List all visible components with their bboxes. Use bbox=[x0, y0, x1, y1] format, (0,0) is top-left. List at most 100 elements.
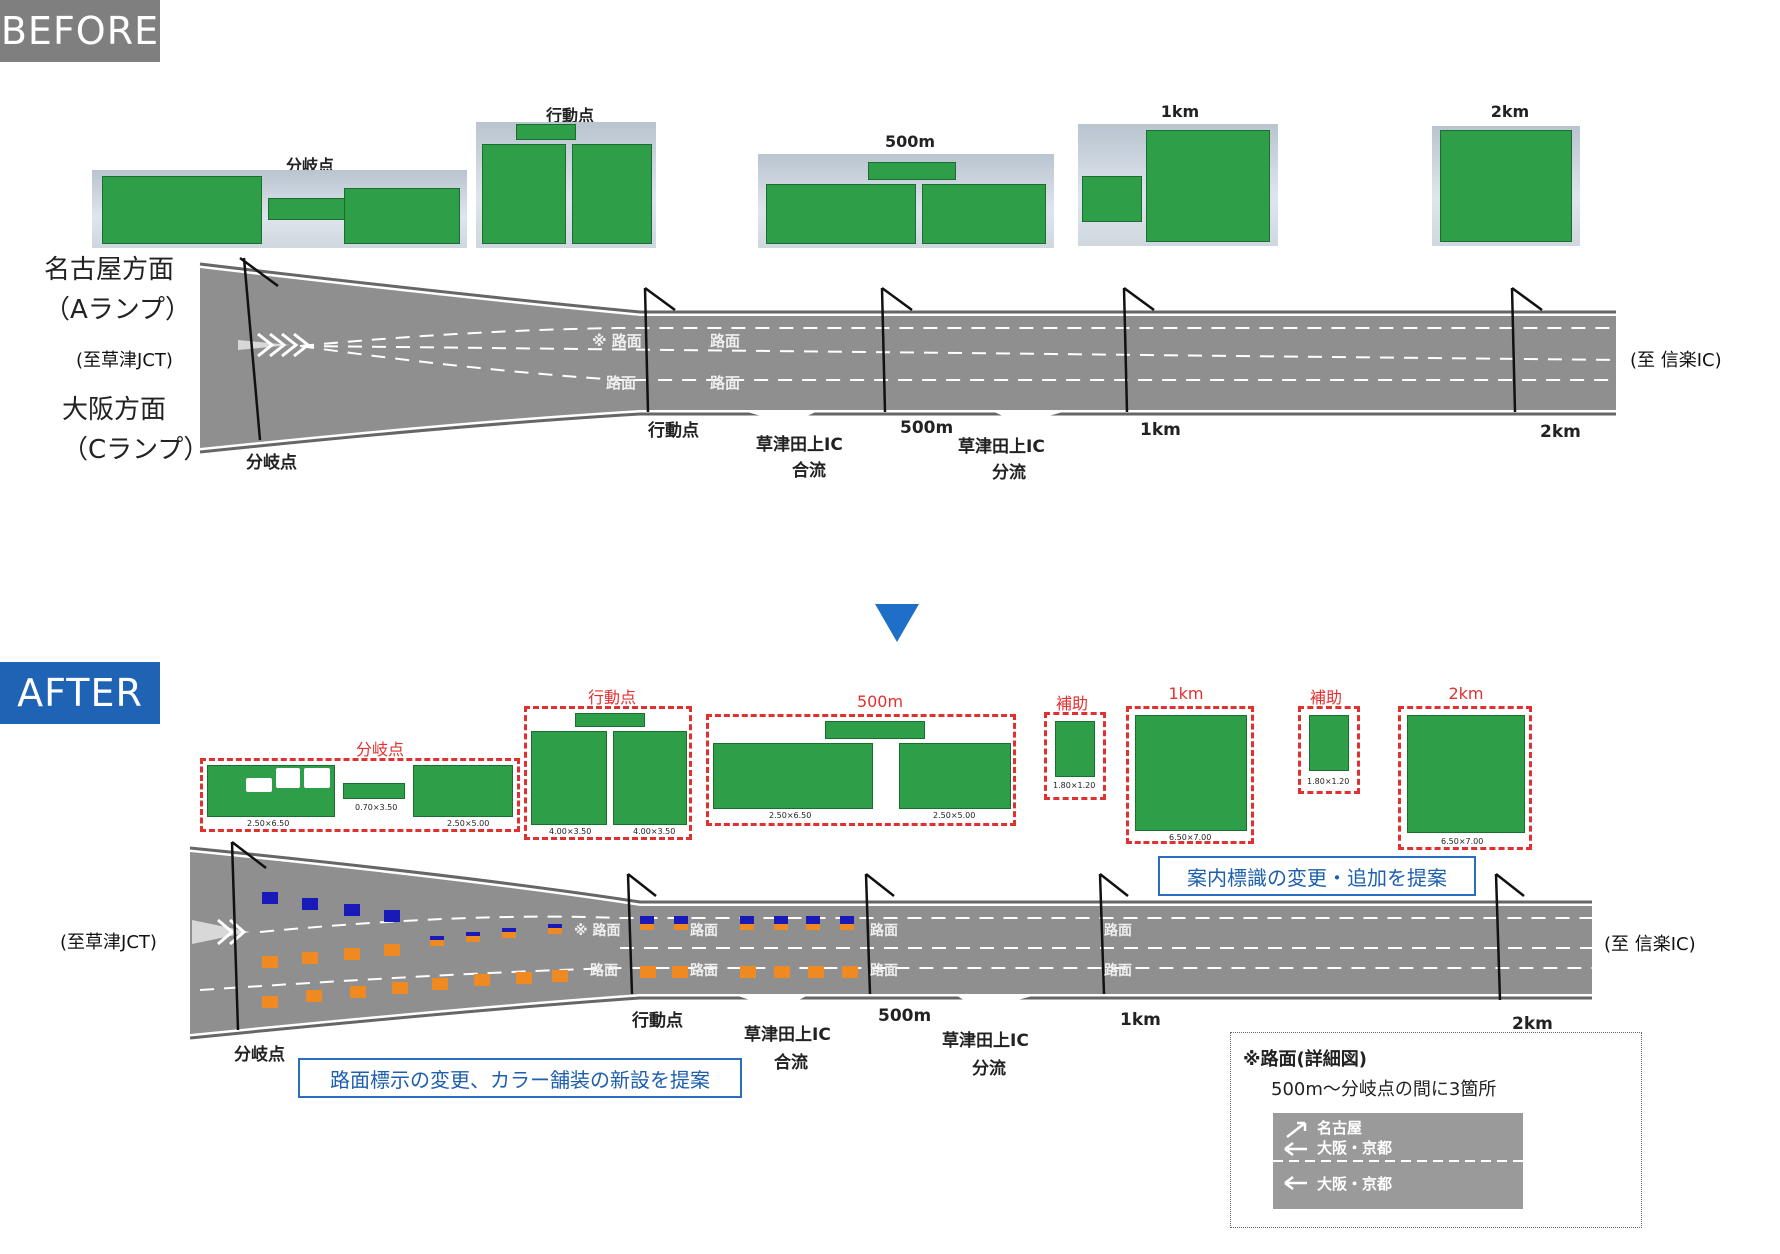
detail-title: ※路面(詳細図) bbox=[1243, 1049, 1367, 1070]
detail-upper-text: 名古屋 bbox=[1317, 1119, 1363, 1137]
post-action bbox=[626, 873, 657, 995]
after-road-marking-5: 路面 bbox=[590, 963, 618, 979]
before-point-2km: 2km bbox=[1540, 422, 1581, 442]
sign-aux-1 bbox=[1055, 721, 1095, 777]
sign-group-500m: 2.50×6.50 2.50×5.00 bbox=[706, 714, 1016, 826]
sign-group-aux-2: 1.80×1.20 bbox=[1298, 706, 1360, 794]
photo-title-1km: 1km bbox=[1160, 102, 1200, 121]
road-detail-box: ※路面(詳細図) 500m～分岐点の間に3箇所 名古屋 大阪・京都 大阪・京都 bbox=[1230, 1032, 1642, 1228]
after-road-marking-1: ※ 路面 bbox=[574, 923, 621, 939]
after-ic-split-2: 分流 bbox=[972, 1059, 1006, 1079]
photo-title-500m: 500m bbox=[884, 132, 936, 151]
size-label: 4.00×3.50 bbox=[549, 827, 592, 836]
after-ic-merge-1: 草津田上IC bbox=[744, 1025, 831, 1045]
sign-group-branch: 2.50×6.50 0.70×3.50 2.50×5.00 bbox=[200, 758, 520, 832]
a-ramp-label: （Aランプ） bbox=[44, 295, 192, 325]
after-title-1km: 1km bbox=[1168, 684, 1204, 703]
photo-action-sign bbox=[476, 122, 656, 248]
after-merge-gore bbox=[732, 994, 810, 1010]
orange-color-pavement-marks bbox=[262, 924, 858, 1008]
sign-1km bbox=[1135, 715, 1247, 831]
after-title-aux-2: 補助 bbox=[1309, 688, 1342, 707]
before-merge-gore bbox=[740, 410, 820, 424]
from-jct-label: (至草津JCT) bbox=[76, 350, 173, 371]
after-road-marking-4: 路面 bbox=[1104, 923, 1132, 939]
proposal-road-box: 路面標示の変更、カラー舗装の新設を提案 bbox=[298, 1058, 742, 1098]
sign-group-1km: 6.50×7.00 bbox=[1126, 706, 1254, 844]
after-sign-posts bbox=[230, 841, 1525, 1031]
after-divider-lower bbox=[199, 967, 1592, 991]
after-road-marking-2: 路面 bbox=[690, 923, 718, 939]
size-label: 2.50×6.50 bbox=[247, 819, 290, 828]
photo-branch-sign bbox=[92, 170, 467, 248]
size-label: 1.80×1.20 bbox=[1053, 781, 1096, 790]
before-point-500m: 500m bbox=[900, 418, 954, 438]
size-label: 4.00×3.50 bbox=[633, 827, 676, 836]
before-road-edge-bottom bbox=[199, 412, 1616, 454]
after-title-action: 行動点 bbox=[587, 688, 636, 707]
after-ic-merge-2: 合流 bbox=[774, 1053, 808, 1073]
before-road-marking-1: ※ 路面 bbox=[592, 332, 642, 350]
sign-panel bbox=[1440, 130, 1572, 242]
sign-action-left bbox=[531, 731, 607, 825]
after-ic-split-1: 草津田上IC bbox=[942, 1031, 1029, 1051]
before-road-diagram bbox=[199, 256, 1617, 454]
after-title-aux-1: 補助 bbox=[1055, 694, 1088, 713]
osaka-direction-label: 大阪方面 bbox=[62, 395, 167, 425]
sign-500m-route bbox=[825, 721, 925, 739]
after-point-500m: 500m bbox=[878, 1006, 932, 1026]
before-road-marking-2: 路面 bbox=[710, 332, 741, 350]
post-500m bbox=[864, 873, 895, 995]
before-road-edge-top bbox=[199, 262, 1616, 314]
before-point-branch: 分岐点 bbox=[246, 453, 297, 473]
sign-branch-route bbox=[343, 783, 405, 799]
before-divider-center bbox=[299, 345, 1617, 361]
before-split-gore bbox=[990, 410, 1070, 424]
sign-panel bbox=[516, 124, 576, 140]
before-road-marking-3: 路面 bbox=[606, 374, 637, 392]
post-action bbox=[643, 286, 676, 413]
after-title-branch: 分岐点 bbox=[355, 740, 404, 759]
before-ic-split-1: 草津田上IC bbox=[958, 437, 1045, 457]
size-label: 2.50×5.00 bbox=[447, 819, 490, 828]
after-road-edge-top bbox=[189, 846, 1592, 904]
sign-group-2km: 6.50×7.00 bbox=[1398, 706, 1532, 850]
photo-title-2km: 2km bbox=[1490, 102, 1530, 121]
post-1km bbox=[1098, 873, 1129, 995]
after-road-marking-7: 路面 bbox=[870, 963, 898, 979]
before-road-marking-4: 路面 bbox=[710, 374, 741, 392]
before-ic-merge-1: 草津田上IC bbox=[756, 435, 843, 455]
before-sign-posts bbox=[239, 256, 1543, 441]
before-point-action: 行動点 bbox=[648, 421, 699, 441]
nagoya-direction-label: 名古屋方面 bbox=[44, 255, 175, 285]
sign-500m-right bbox=[899, 743, 1011, 809]
sign-panel bbox=[102, 176, 262, 244]
after-to-ic-label: (至 信楽IC) bbox=[1604, 934, 1696, 955]
sign-2km bbox=[1407, 715, 1525, 833]
to-ic-label: (至 信楽IC) bbox=[1630, 350, 1722, 371]
after-divider-upper bbox=[259, 915, 1592, 933]
after-road-edge-bottom bbox=[189, 996, 1592, 1040]
before-divider-upper bbox=[299, 327, 1616, 347]
size-label: 6.50×7.00 bbox=[1441, 837, 1484, 846]
post-branch bbox=[239, 256, 279, 441]
sign-panel bbox=[344, 188, 460, 244]
photo-2km-sign bbox=[1432, 126, 1580, 246]
size-label: 6.50×7.00 bbox=[1169, 833, 1212, 842]
size-label: 1.80×1.20 bbox=[1307, 777, 1350, 786]
post-1km bbox=[1122, 286, 1155, 413]
after-road-marking-6: 路面 bbox=[690, 963, 718, 979]
down-arrow-icon bbox=[875, 604, 919, 642]
after-gore-area bbox=[192, 920, 250, 944]
sign-panel bbox=[1082, 176, 1142, 222]
before-ic-split-2: 分流 bbox=[992, 463, 1026, 483]
sign-aux-2 bbox=[1309, 715, 1349, 771]
after-point-1km: 1km bbox=[1120, 1010, 1161, 1030]
detail-upper-arrow-icon bbox=[1284, 1121, 1307, 1156]
after-point-branch: 分岐点 bbox=[234, 1045, 285, 1065]
size-label: 2.50×5.00 bbox=[933, 811, 976, 820]
post-2km bbox=[1494, 873, 1525, 1001]
sign-panel bbox=[922, 184, 1046, 244]
sign-action-route bbox=[575, 713, 645, 727]
sign-branch-main bbox=[207, 765, 335, 817]
